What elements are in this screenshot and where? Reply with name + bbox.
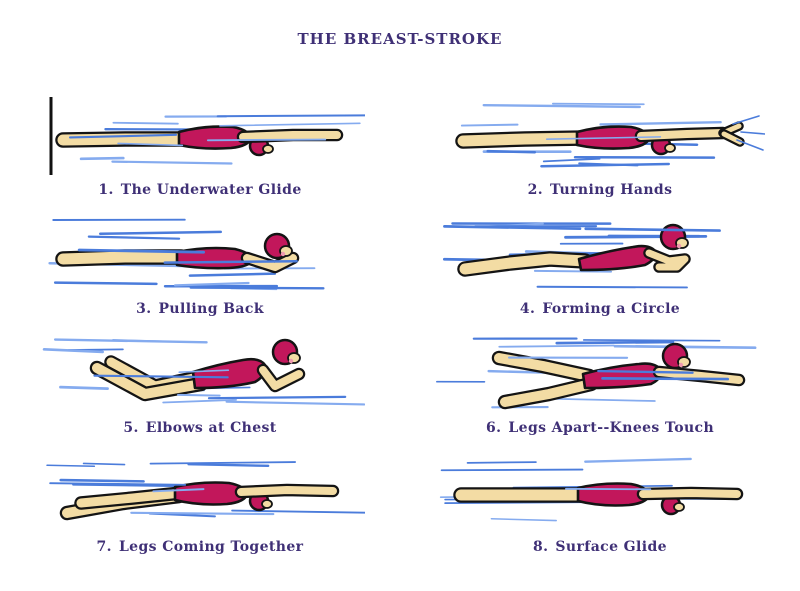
step-number: 6. bbox=[485, 420, 502, 436]
step-label: Pulling Back bbox=[158, 301, 264, 317]
step-caption-7: 7. Legs Coming Together bbox=[97, 539, 304, 556]
step-caption-6: 6. Legs Apart--Knees Touch bbox=[486, 420, 714, 437]
swimmer-illustration-legs-apart bbox=[436, 337, 757, 410]
step-label: Legs Apart--Knees Touch bbox=[508, 420, 715, 436]
step-panel-4: 4. Forming a Circle bbox=[400, 213, 800, 318]
swimmer-illustration-turning-hands bbox=[455, 102, 765, 168]
step-label: Elbows at Chest bbox=[145, 420, 277, 436]
steps-grid: 1. The Underwater Glide 2. Turning Hands 3… bbox=[0, 94, 800, 556]
step-caption-2: 2. Turning Hands bbox=[528, 182, 673, 199]
step-label: Forming a Circle bbox=[542, 301, 681, 317]
step-number: 5. bbox=[123, 420, 139, 436]
step-caption-5: 5. Elbows at Chest bbox=[123, 420, 276, 437]
step-caption-3: 3. Pulling Back bbox=[136, 301, 264, 318]
step-panel-5: 5. Elbows at Chest bbox=[0, 332, 400, 437]
step-caption-4: 4. Forming a Circle bbox=[520, 301, 680, 318]
step-number: 4. bbox=[519, 301, 536, 317]
swimmer-illustration-elbows-at-chest bbox=[42, 338, 365, 406]
step-label: Surface Glide bbox=[555, 539, 667, 555]
step-number: 3. bbox=[136, 301, 152, 317]
page-title: THE BREAST-STROKE bbox=[297, 30, 503, 48]
step-number: 1. bbox=[98, 182, 114, 198]
step-panel-2: 2. Turning Hands bbox=[400, 94, 800, 199]
step-panel-7: 7. Legs Coming Together bbox=[0, 451, 400, 556]
step-panel-3: 3. Pulling Back bbox=[0, 213, 400, 318]
step-label: The Underwater Glide bbox=[120, 182, 302, 198]
step-caption-1: 1. The Underwater Glide bbox=[98, 182, 301, 199]
step-caption-8: 8. Surface Glide bbox=[533, 539, 667, 556]
step-number: 7. bbox=[96, 539, 112, 555]
swimmer-illustration-surface-glide bbox=[439, 457, 744, 522]
step-panel-8: 8. Surface Glide bbox=[400, 451, 800, 556]
swimmer-illustration-underwater-glide bbox=[49, 97, 365, 175]
swimmer-illustration-pulling-back bbox=[48, 218, 325, 291]
step-label: Turning Hands bbox=[550, 182, 673, 198]
step-number: 8. bbox=[533, 539, 549, 555]
swimmer-illustration-forming-circle bbox=[442, 222, 721, 289]
swimmer-illustration-legs-coming-together bbox=[46, 461, 365, 521]
step-number: 2. bbox=[527, 182, 544, 198]
step-label: Legs Coming Together bbox=[118, 539, 304, 555]
step-panel-1: 1. The Underwater Glide bbox=[0, 94, 400, 199]
step-panel-6: 6. Legs Apart--Knees Touch bbox=[400, 332, 800, 437]
